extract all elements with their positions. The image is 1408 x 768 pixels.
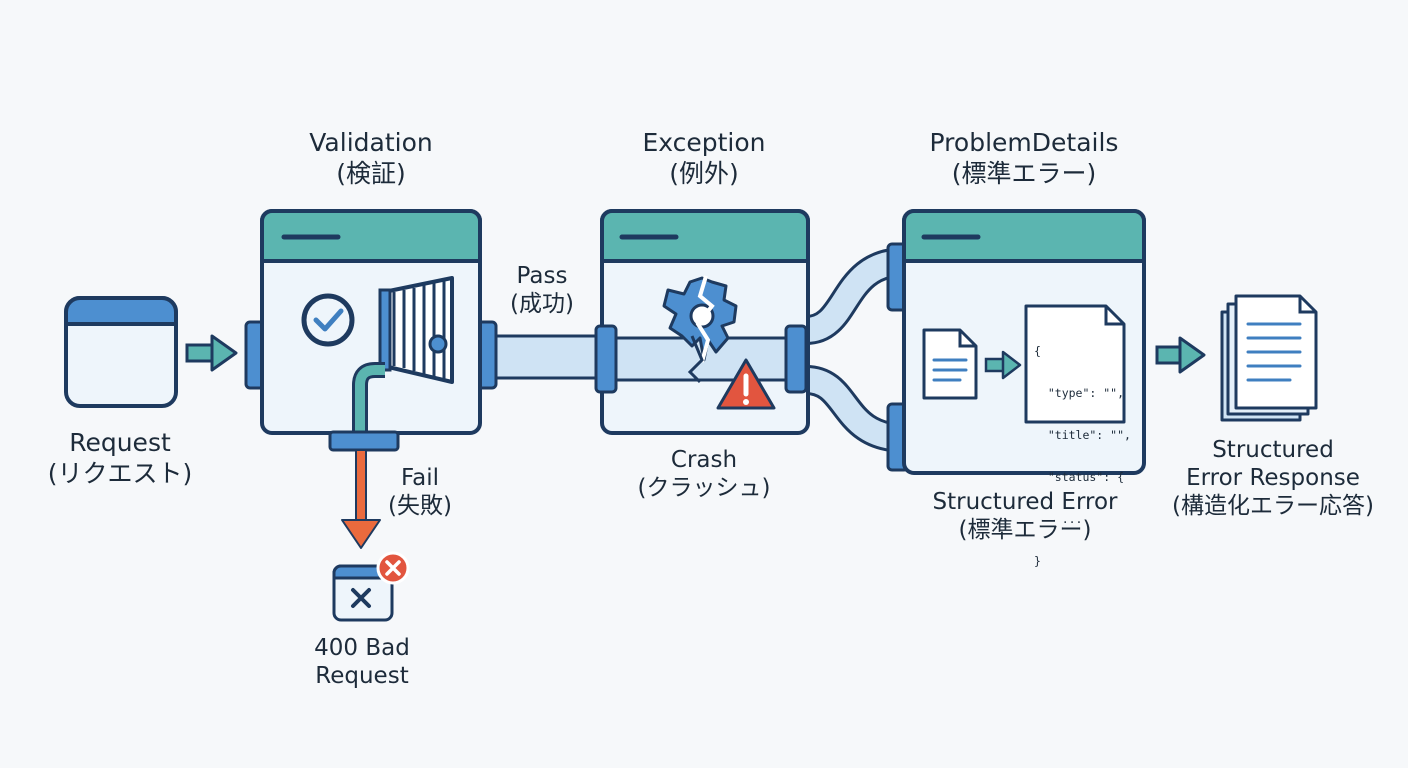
arrow-document-to-json [984, 350, 1022, 380]
json-line: } [1034, 554, 1041, 568]
label-validation: Validation (検証) [309, 128, 433, 188]
json-line: ... [1034, 512, 1083, 526]
arrow-to-response [1155, 336, 1206, 374]
response-document-stack-icon [1220, 294, 1318, 422]
json-snippet: { "type": "", "title": "", "status": { .… [1034, 316, 1131, 596]
error-x-badge-icon [376, 551, 410, 585]
label-request: Request (リクエスト) [47, 428, 193, 488]
broken-gear-icon [662, 275, 738, 363]
request-window-icon [64, 296, 178, 408]
pipe-exception-to-problemdetails [804, 247, 906, 453]
warning-triangle-icon [716, 358, 776, 410]
label-response: Structured Error Response (構造化エラー応答) [1172, 437, 1374, 520]
label-pass: Pass (成功) [510, 263, 574, 318]
exception-panel [594, 209, 810, 435]
json-line: "status": { [1034, 470, 1125, 484]
fail-outlet-pipe [328, 362, 400, 452]
json-line: { [1034, 344, 1041, 358]
json-document-icon [1024, 304, 1126, 424]
json-line: "type": "", [1034, 386, 1125, 400]
filter-funnel-icon [378, 276, 454, 384]
problem-details-panel [886, 209, 1146, 475]
validation-panel [244, 209, 498, 452]
label-problem-details: ProblemDetails (標準エラー) [929, 128, 1119, 188]
check-circle-icon [301, 293, 355, 347]
label-fail: Fail (失敗) [388, 465, 452, 520]
small-document-icon [922, 328, 978, 400]
bad-request-window-icon [332, 551, 410, 622]
fail-arrow [341, 449, 381, 549]
label-crash: Crash (クラッシュ) [637, 447, 771, 502]
json-line: "title": "", [1034, 428, 1131, 442]
crack-in-pipe [687, 335, 704, 384]
label-structured-error: Structured Error (標準エラー) [932, 489, 1118, 544]
label-bad-request: 400 Bad Request [314, 635, 410, 690]
label-exception: Exception (例外) [642, 128, 766, 188]
arrow-request-to-validation [185, 334, 238, 372]
